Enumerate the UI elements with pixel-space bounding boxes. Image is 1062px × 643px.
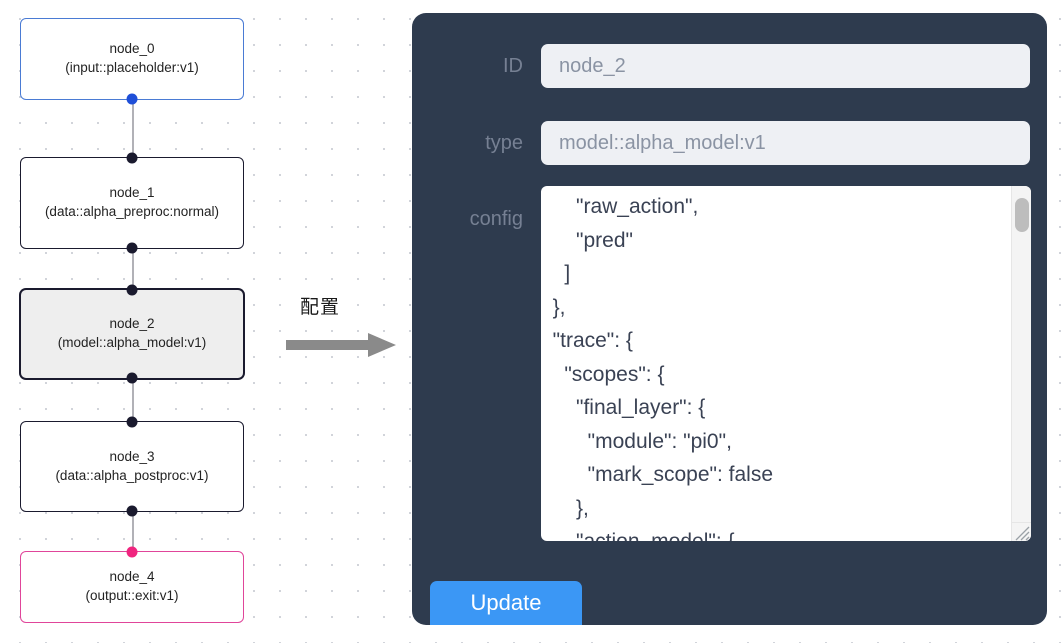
config-textarea[interactable]: "raw_action", "pred" ] }, "trace": { "sc… [552, 195, 773, 541]
node-handle-target[interactable] [126, 152, 138, 164]
id-input[interactable] [541, 44, 1030, 88]
node-title: node_3 [109, 448, 155, 464]
flow-graph: node_0 (input::placeholder:v1) node_1 (d… [0, 0, 280, 643]
node-title: node_0 [109, 41, 155, 57]
node-title: node_1 [109, 185, 155, 201]
node-handle-source[interactable] [126, 93, 138, 105]
type-field-label: type [485, 131, 523, 154]
graph-node-node_3[interactable]: node_3 (data::alpha_postproc:v1) [20, 416, 244, 517]
graph-node-node_0[interactable]: node_0 (input::placeholder:v1) [20, 18, 244, 105]
node-subtitle: (data::alpha_postproc:v1) [55, 467, 209, 483]
node-handle-source[interactable] [126, 372, 138, 384]
node-handle-target[interactable] [126, 284, 138, 296]
edge-node_3-node_4 [132, 512, 134, 551]
graph-node-node_4[interactable]: node_4 (output::exit:v1) [20, 546, 244, 623]
config-field-label: config [469, 208, 523, 230]
graph-node-node_1[interactable]: node_1 (data::alpha_preproc:normal) [20, 152, 244, 254]
annotation-config-arrow: 配置 [286, 292, 402, 370]
node-handle-source[interactable] [126, 505, 138, 517]
type-input[interactable] [541, 121, 1030, 165]
edge-node_2-node_3 [132, 379, 134, 421]
update-button[interactable]: Update [430, 581, 582, 625]
field-row-id: ID [412, 44, 1030, 88]
config-textarea-wrapper: "raw_action", "pred" ] }, "trace": { "sc… [541, 186, 1031, 541]
field-row-config: config "raw_action", "pred" ] }, "trace"… [412, 186, 1031, 541]
edge-node_1-node_2 [132, 249, 134, 289]
annotation-label: 配置 [300, 296, 341, 318]
node-subtitle: (data::alpha_preproc:normal) [44, 204, 220, 219]
graph-node-node_2[interactable]: node_2 (model::alpha_model:v1) [20, 284, 244, 384]
config-scrollbar-thumb[interactable] [1015, 198, 1029, 232]
resize-handle-icon[interactable] [1011, 522, 1031, 541]
id-field-label: ID [503, 54, 523, 77]
config-scrollbar[interactable] [1011, 186, 1031, 523]
node-handle-target[interactable] [126, 546, 138, 558]
node-title: node_2 [109, 316, 155, 332]
node-title: node_4 [109, 569, 155, 585]
node-subtitle: (model::alpha_model:v1) [57, 335, 207, 350]
field-row-type: type [412, 121, 1030, 165]
node-handle-target[interactable] [126, 416, 138, 428]
edge-node_0-node_1 [132, 100, 134, 157]
node-inspector-panel: ID type config "raw_action", "pred" ] },… [412, 13, 1047, 625]
node-subtitle: (input::placeholder:v1) [65, 60, 199, 75]
node-handle-source[interactable] [126, 242, 138, 254]
node-subtitle: (output::exit:v1) [85, 588, 179, 603]
arrow-right-icon [286, 332, 398, 358]
